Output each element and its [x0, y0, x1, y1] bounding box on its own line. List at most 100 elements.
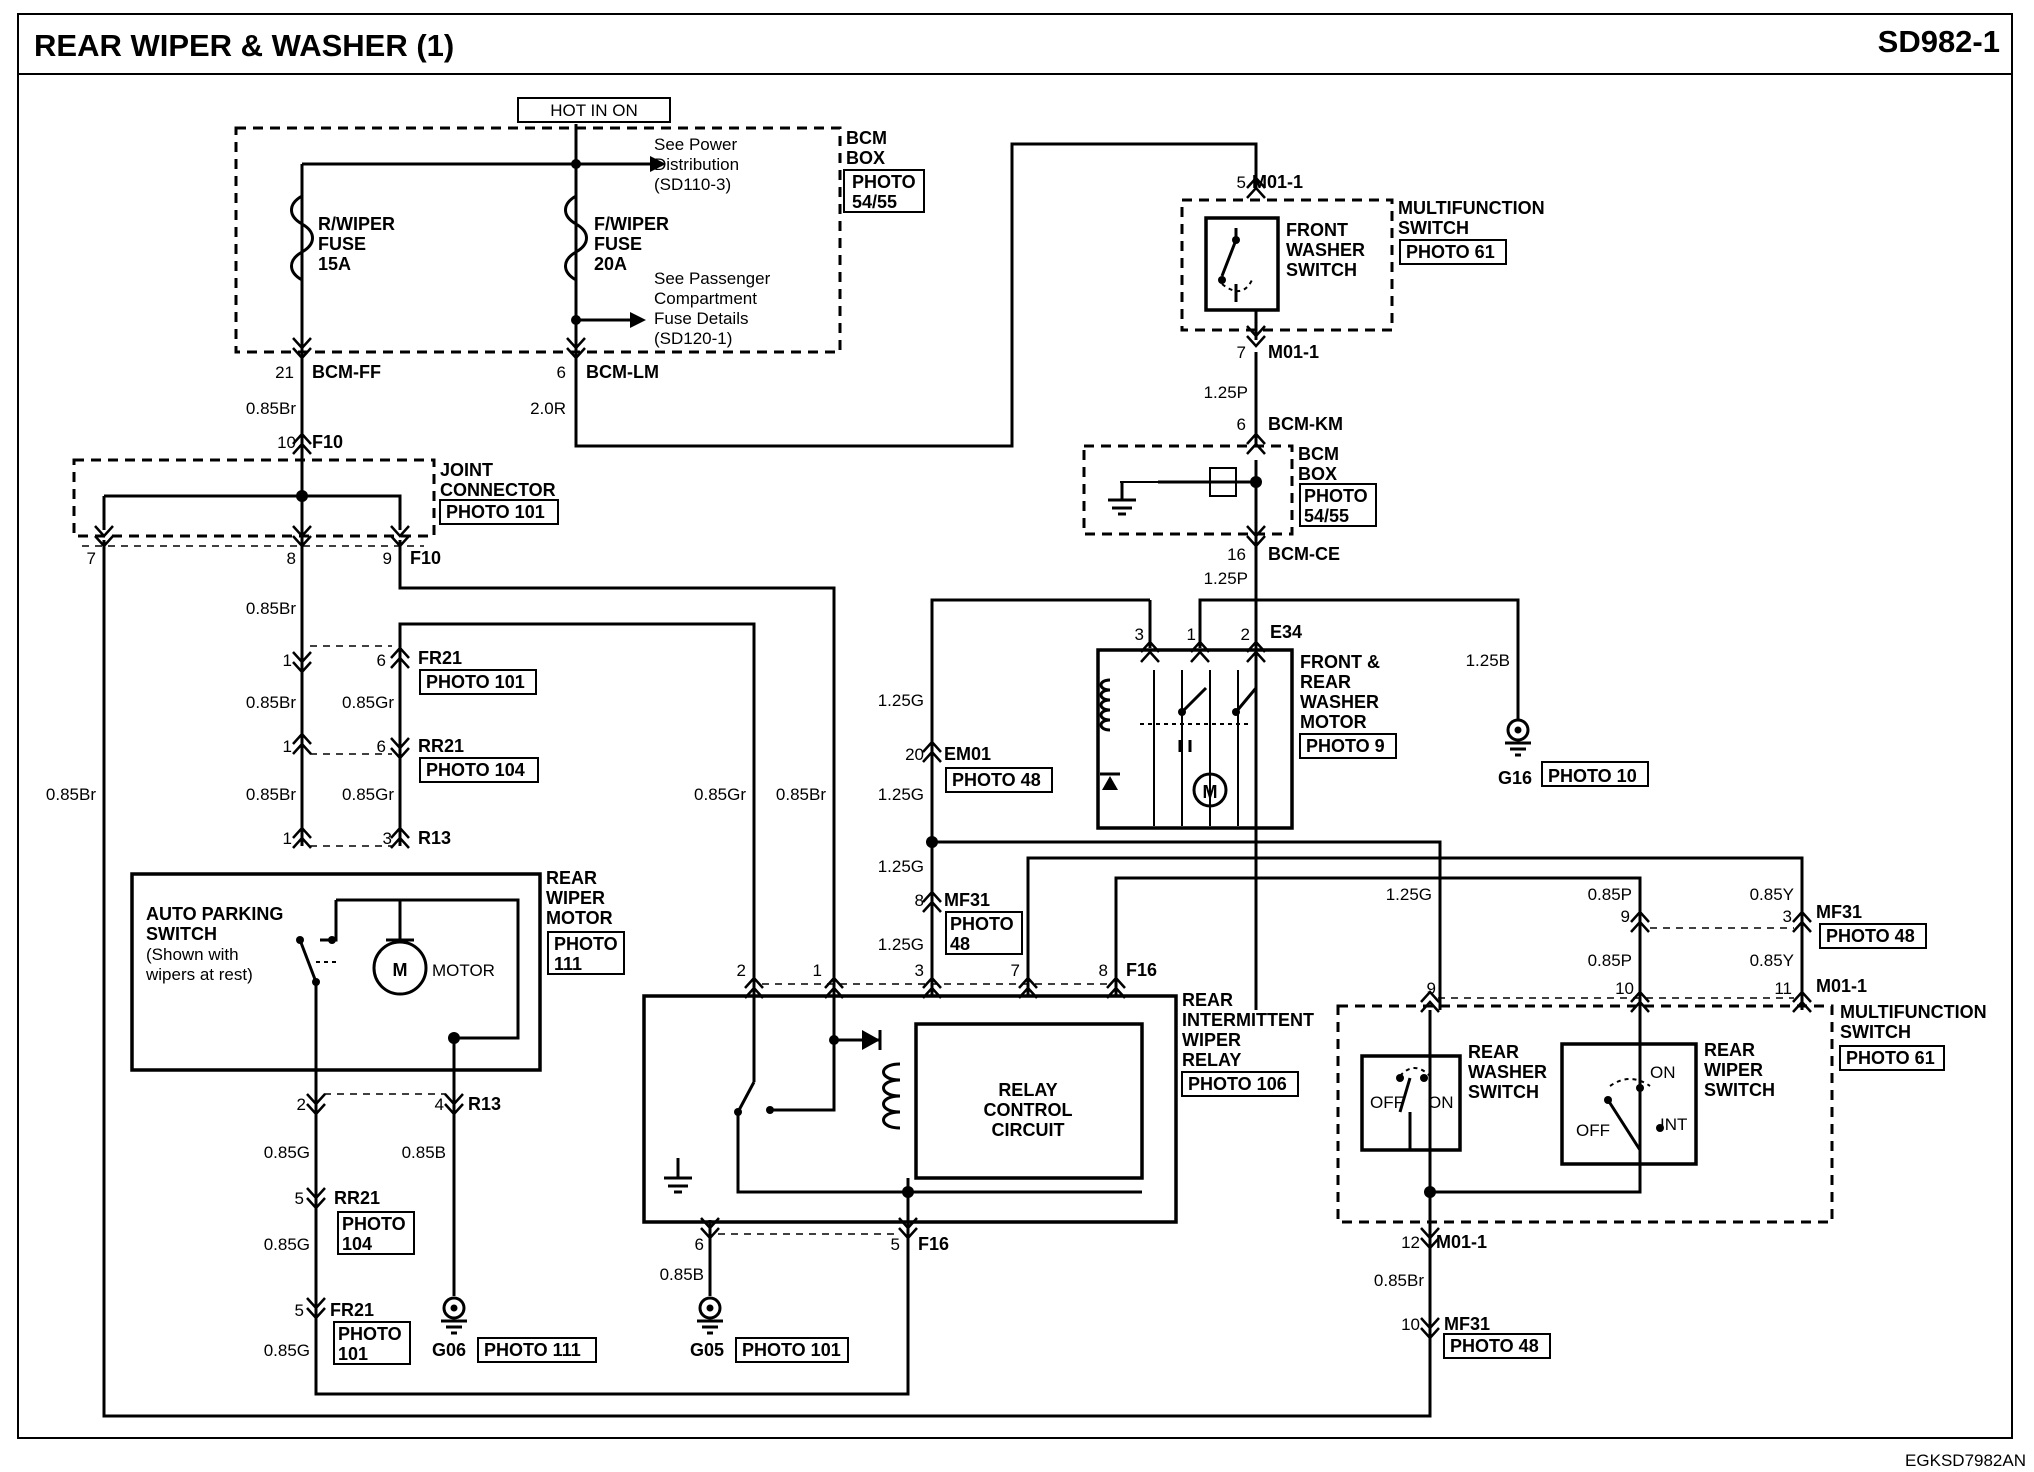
pin: 9	[383, 549, 392, 568]
connector-label: BCM-CE	[1268, 544, 1340, 564]
pin: 10	[1615, 979, 1634, 998]
wire-label: 0.85Y	[1750, 951, 1794, 970]
washer-motor-box	[1096, 648, 1294, 830]
diagram-title: REAR WIPER & WASHER (1)	[34, 28, 454, 63]
connector-label: F16	[1126, 960, 1157, 980]
svg-text:INTERMITTENT: INTERMITTENT	[1182, 1010, 1314, 1030]
fuses	[290, 194, 588, 282]
wire-label: 1.25P	[1204, 383, 1248, 402]
rear-washer-switch-label: REAR WASHER SWITCH	[1468, 1042, 1547, 1102]
connector-label: FR21	[330, 1300, 374, 1320]
svg-text:F/WIPER: F/WIPER	[594, 214, 669, 234]
connector-label: R13	[468, 1094, 501, 1114]
photo-boxes	[333, 97, 1945, 1365]
wire-label: 2.0R	[530, 399, 566, 418]
pin: 3	[915, 961, 924, 980]
svg-text:(SD110-3): (SD110-3)	[654, 175, 731, 194]
pin: 5	[1237, 173, 1246, 192]
rear-wiper-int: INT	[1660, 1115, 1687, 1134]
pin: 8	[287, 549, 296, 568]
connector-label: M01-1	[1816, 976, 1867, 996]
svg-text:REAR: REAR	[1704, 1040, 1755, 1060]
svg-text:See Power: See Power	[654, 135, 737, 154]
pin: 3	[1783, 907, 1792, 926]
hot-in-on: HOT IN ON	[550, 101, 638, 120]
svg-text:PHOTO: PHOTO	[554, 934, 618, 954]
svg-text:MOTOR: MOTOR	[546, 908, 613, 928]
svg-text:MULTIFUNCTION: MULTIFUNCTION	[1840, 1002, 1987, 1022]
svg-text:FUSE: FUSE	[594, 234, 642, 254]
svg-text:15A: 15A	[318, 254, 351, 274]
ground-label: G16	[1498, 768, 1532, 788]
switch-elements	[296, 228, 1664, 1194]
rear-wiper-on: ON	[1650, 1063, 1676, 1082]
multifunction-bottom-label: MULTIFUNCTION SWITCH PHOTO 61	[1840, 1002, 1987, 1068]
svg-text:See Passenger: See Passenger	[654, 269, 771, 288]
bcm-box-top-label: BCM BOX PHOTO 54/55	[846, 128, 916, 212]
wire-label: 1.25P	[1204, 569, 1248, 588]
multifunction-bottom-outline	[1336, 1004, 1834, 1224]
svg-text:SWITCH: SWITCH	[1468, 1082, 1539, 1102]
svg-text:RELAY: RELAY	[998, 1080, 1057, 1100]
fuse-rwiper-label: R/WIPER FUSE 15A	[318, 214, 395, 274]
svg-text:(SD120-1): (SD120-1)	[654, 329, 732, 348]
svg-text:JOINT: JOINT	[440, 460, 493, 480]
pin: 4	[435, 1095, 444, 1114]
wire-label: 0.85Y	[1750, 885, 1794, 904]
pin: 6	[695, 1235, 704, 1254]
wire-label: 1.25B	[1466, 651, 1510, 670]
svg-text:54/55: 54/55	[1304, 506, 1349, 526]
pin: 8	[915, 891, 924, 910]
connector-label: BCM-KM	[1268, 414, 1343, 434]
multifunction-top-label: MULTIFUNCTION SWITCH PHOTO 61	[1398, 198, 1545, 262]
bcm-box-top-outline	[234, 126, 842, 354]
pin: 7	[87, 549, 96, 568]
svg-text:WASHER: WASHER	[1286, 240, 1365, 260]
pin: 2	[737, 961, 746, 980]
connector-label: MF31	[1444, 1314, 1490, 1334]
component-boxes	[130, 216, 1698, 1224]
connector-label: F10	[410, 548, 441, 568]
svg-text:WIPER: WIPER	[1704, 1060, 1763, 1080]
photo-ref: PHOTO	[338, 1324, 402, 1344]
washer-motor-m: M	[1203, 782, 1218, 802]
svg-text:PHOTO: PHOTO	[1304, 486, 1368, 506]
ground-g16	[1503, 718, 1533, 757]
pin: 2	[1241, 625, 1250, 644]
wire-label: 0.85B	[402, 1143, 446, 1162]
pin: 8	[1099, 961, 1108, 980]
rear-washer-off: OFF	[1370, 1093, 1404, 1112]
svg-text:WIPER: WIPER	[546, 888, 605, 908]
ground-g06	[439, 1296, 469, 1335]
photo-ref: PHOTO 111	[484, 1340, 581, 1360]
connector-label: FR21	[418, 648, 462, 668]
pin: 16	[1227, 545, 1246, 564]
dashed-outlines	[72, 126, 1834, 1224]
svg-text:MOTOR: MOTOR	[1300, 712, 1367, 732]
junction-dots	[296, 159, 1436, 1198]
ground-label: G05	[690, 1340, 724, 1360]
connector-label: BCM-FF	[312, 362, 381, 382]
rear-wiper-motor-box	[130, 872, 542, 1072]
connector-label: BCM-LM	[586, 362, 659, 382]
svg-text:WASHER: WASHER	[1300, 692, 1379, 712]
wire-label: 0.85B	[660, 1265, 704, 1284]
see-power-text: See Power Distribution (SD110-3)	[654, 135, 739, 194]
relay-box	[642, 994, 1178, 1224]
svg-text:PHOTO 101: PHOTO 101	[446, 502, 545, 522]
wire-label: 0.85Br	[246, 599, 296, 618]
wire-label: 1.25G	[878, 691, 924, 710]
svg-text:(Shown with: (Shown with	[146, 945, 239, 964]
photo-ref: PHOTO 101	[742, 1340, 841, 1360]
svg-text:FRONT: FRONT	[1286, 220, 1348, 240]
svg-text:SWITCH: SWITCH	[1398, 218, 1469, 238]
pin: 10	[1401, 1315, 1420, 1334]
footer-ref: EGKSD7982AN	[1905, 1451, 2026, 1470]
connector-label: M01-1	[1268, 342, 1319, 362]
svg-text:Distribution: Distribution	[654, 155, 739, 174]
svg-text:RELAY: RELAY	[1182, 1050, 1241, 1070]
svg-text:CONNECTOR: CONNECTOR	[440, 480, 556, 500]
pin: 12	[1401, 1233, 1420, 1252]
svg-text:REAR: REAR	[1468, 1042, 1519, 1062]
